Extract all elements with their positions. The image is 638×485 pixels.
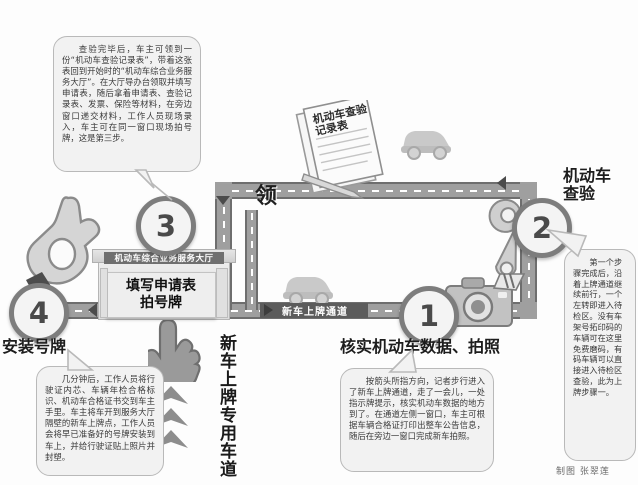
road-edge: [215, 182, 525, 184]
road-edge: [256, 210, 258, 310]
road-dash: [33, 309, 137, 312]
car-icon: [401, 131, 451, 160]
car-icon: [283, 277, 333, 306]
road-dash: [218, 189, 522, 192]
step-note-2-bubble: 第一个步骤完成后，沿着上牌通道继续前行，一个左转即进入待检区。没有车架号拓印码的…: [564, 249, 636, 461]
step-note-4-text: 几分钟后，工作人员将行驶证内芯、车辆年检合格标识、机动车合格证书交到车主手里。车…: [45, 374, 155, 462]
lane-vertical-label: 新车上牌专用车道: [216, 334, 236, 478]
road-edge: [30, 302, 140, 304]
building-window: [100, 268, 108, 318]
road-arrow-left: [88, 303, 97, 317]
step-note-4-tail: [67, 348, 95, 371]
road-edge: [130, 317, 520, 319]
step-label-1: 核实机动车数据、拍照: [340, 337, 501, 356]
pen-icon: [301, 173, 365, 199]
step-note-4-bubble: 几分钟后，工作人员将行驶证内芯、车辆年检合格标识、机动车合格证书交到车主手里。车…: [36, 366, 164, 476]
lane-banner: 新车上牌通道: [260, 303, 368, 318]
service-hall-sign: 机动车综合业务服务大厅: [104, 252, 224, 264]
road-edge: [215, 197, 525, 199]
hand-pointing-icon: [148, 318, 201, 382]
pickup-char: 领: [255, 184, 278, 209]
step-circle-4[interactable]: 4: [9, 283, 69, 343]
step-circle-2[interactable]: 2: [512, 198, 572, 258]
road-corner-bottomright: [520, 302, 537, 319]
road-arrow-left: [497, 176, 506, 190]
road-inner-vertical: [245, 210, 258, 310]
step-number-1: 1: [418, 299, 440, 333]
camera-icon: [445, 273, 526, 327]
road-corner-topleft: [215, 182, 232, 199]
step-number-4: 4: [28, 296, 50, 330]
step-note-2-tail: [545, 228, 588, 258]
step-number-3: 3: [155, 209, 177, 243]
document-title-line2: 记录表: [314, 117, 350, 138]
road-edge: [245, 210, 247, 310]
step-label-2: 机动车 查验: [563, 166, 612, 203]
credit-label: 制图 张翠莲: [556, 467, 610, 477]
road-arrow-down: [216, 196, 230, 205]
step-note-1-text: 按箭头所指方向，记者步行进入了新车上牌通道，走了一会儿，一处指示牌提示，核实机动…: [349, 376, 485, 442]
step-note-3-bubble: 查验完毕后，车主可领到一份“机动车查验记录表”，带着这张表回到开始时的“机动车综…: [53, 36, 201, 172]
step-note-3-tail: [134, 169, 173, 201]
step-circle-1[interactable]: 1: [399, 286, 459, 346]
step-note-3-text: 查验完毕后，车主可领到一份“机动车查验记录表”，带着这张表回到开始时的“机动车综…: [62, 44, 192, 143]
step-number-2: 2: [531, 211, 553, 245]
step-circle-3[interactable]: 3: [136, 196, 196, 256]
road-dash: [250, 213, 253, 307]
road-corner-topright: [520, 182, 537, 199]
step-note-1-bubble: 按箭头所指方向，记者步行进入了新车上牌通道，走了一会儿，一处指示牌提示，核实机动…: [340, 368, 494, 472]
board-line-2: 拍号牌: [140, 295, 182, 311]
document-icon: 机动车查验 记录表: [295, 100, 384, 192]
road-top: [215, 182, 525, 199]
building-window: [216, 268, 228, 318]
road-edge: [30, 317, 140, 319]
board-line-1: 填写申请表: [126, 278, 196, 295]
step-note-1-tail: [388, 348, 417, 373]
lane-banner-label: 新车上牌通道: [282, 307, 348, 318]
step-label-4: 安装号牌: [2, 337, 67, 356]
service-hall-board: 填写申请表 拍号牌: [106, 272, 216, 318]
step-note-2-text: 第一个步骤完成后，沿着上牌通道继续前行，一个左转即进入待检区。没有车架号拓印码的…: [573, 257, 623, 397]
